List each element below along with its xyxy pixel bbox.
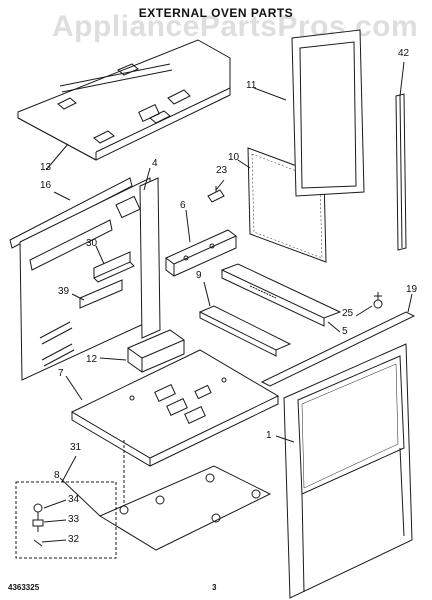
callout-7: 7 <box>58 368 64 379</box>
callout-34: 34 <box>68 494 80 505</box>
diagram-title: EXTERNAL OVEN PARTS <box>138 6 294 20</box>
part-11-outer-panel <box>291 29 365 197</box>
part-16-side-panel <box>9 177 153 381</box>
leader-lines <box>41 61 413 543</box>
part-23-clip <box>207 186 225 203</box>
callout-19: 19 <box>406 284 418 295</box>
document-number: 4363325 <box>8 583 40 592</box>
part-19-strip <box>260 311 416 387</box>
callout-9: 9 <box>196 270 202 281</box>
callout-32: 32 <box>68 534 80 545</box>
callout-12: 12 <box>86 354 98 365</box>
part-7-bottom-panel <box>70 349 280 467</box>
part-9-rail <box>198 305 292 357</box>
callout-8: 8 <box>54 470 60 481</box>
part-25-screw <box>373 292 383 309</box>
page-number: 3 <box>212 583 217 592</box>
part-5-vent-strip <box>220 263 342 327</box>
part-8-base-plate <box>98 440 272 551</box>
callout-39: 39 <box>58 286 70 297</box>
part-12-bracket-box <box>126 329 186 373</box>
part-39-strip <box>79 279 123 309</box>
callout-33: 33 <box>68 514 80 525</box>
callout-31: 31 <box>70 442 82 453</box>
callout-16: 16 <box>40 180 52 191</box>
part-13-top-panel <box>17 39 231 161</box>
part-30-bracket <box>93 251 135 283</box>
part-31-hardware-box <box>15 481 117 559</box>
part-6-bracket <box>165 229 237 277</box>
callout-23: 23 <box>216 165 228 176</box>
part-4-side-frame <box>139 177 161 339</box>
part-42-trim-strip <box>395 93 407 251</box>
callout-30: 30 <box>86 238 98 249</box>
callout-42: 42 <box>398 48 410 59</box>
callout-10: 10 <box>228 152 240 163</box>
callout-1: 1 <box>266 430 272 441</box>
callout-11: 11 <box>246 80 257 91</box>
part-1-front-frame <box>283 343 413 599</box>
callout-5: 5 <box>342 326 348 337</box>
callout-6: 6 <box>180 200 186 211</box>
callout-13: 13 <box>40 162 52 173</box>
callout-25: 25 <box>342 308 354 319</box>
callout-4: 4 <box>152 158 158 169</box>
